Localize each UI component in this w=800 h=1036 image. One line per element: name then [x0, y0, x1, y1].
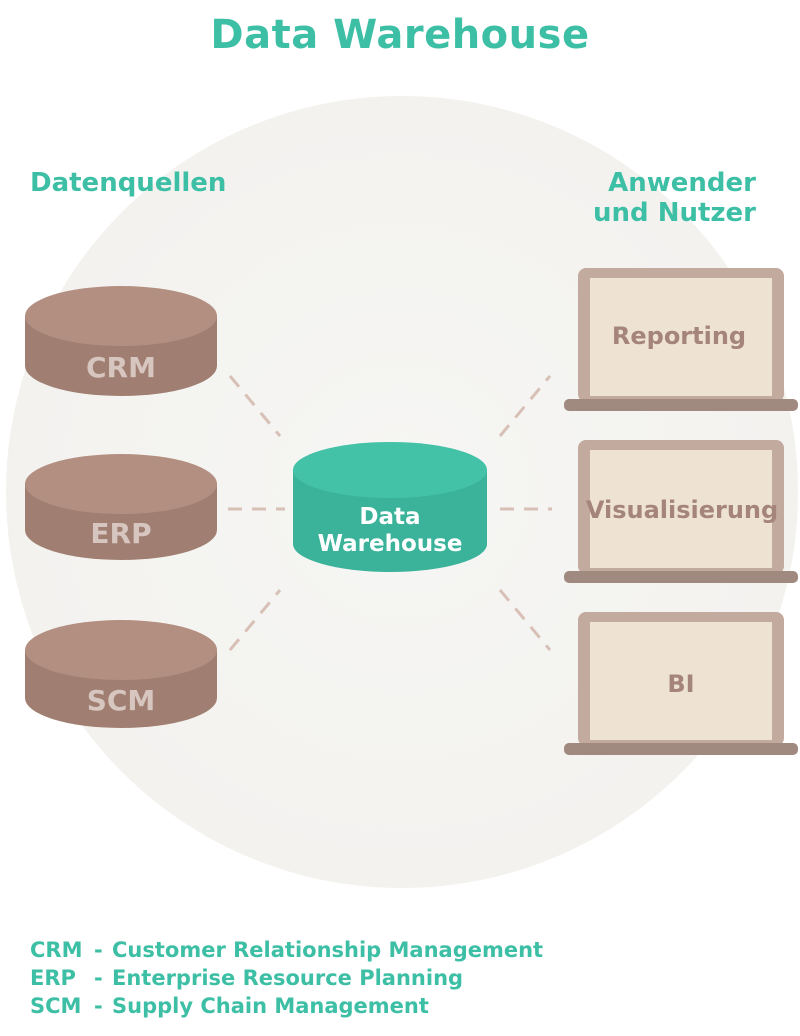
connector-bi [498, 589, 552, 651]
laptop-visualisierung: Visualisierung [564, 440, 798, 583]
page-title: Data Warehouse [210, 12, 590, 58]
connector-reporting [498, 375, 552, 437]
sources-heading: Datenquellen [30, 168, 227, 198]
source-cylinder-scm: SCM [25, 620, 217, 728]
legend-separator: - [94, 994, 103, 1018]
source-cylinder-crm: CRM [25, 286, 217, 396]
source-cylinder-erp: ERP [25, 454, 217, 560]
legend: CRM - Customer Relationship Management E… [30, 936, 543, 1020]
connector-scm [228, 589, 282, 651]
legend-text: Supply Chain Management [112, 994, 429, 1018]
source-label-crm: CRM [86, 351, 156, 384]
laptop-label-visualisierung: Visualisierung [586, 496, 778, 524]
legend-separator: - [94, 938, 103, 962]
warehouse-label-line2: Warehouse [318, 531, 463, 557]
legend-row: ERP - Enterprise Resource Planning [30, 964, 543, 992]
warehouse-cylinder: Data Warehouse [293, 442, 487, 572]
users-heading: Anwender und Nutzer [593, 168, 756, 228]
laptop-label-reporting: Reporting [612, 322, 746, 350]
legend-abbr: SCM [30, 994, 82, 1018]
connectors [228, 375, 552, 651]
connector-crm [228, 375, 282, 437]
legend-text: Customer Relationship Management [112, 938, 544, 962]
legend-row: SCM - Supply Chain Management [30, 992, 543, 1020]
laptop-bi: BI [564, 612, 798, 755]
users-heading-line1: Anwender [608, 168, 756, 198]
legend-separator: - [94, 966, 103, 990]
source-label-scm: SCM [87, 684, 156, 717]
legend-text: Enterprise Resource Planning [112, 966, 464, 990]
warehouse-label-line1: Data [359, 504, 420, 530]
laptop-label-bi: BI [667, 670, 694, 698]
source-label-erp: ERP [90, 517, 151, 550]
laptop-reporting: Reporting [564, 268, 798, 411]
legend-row: CRM - Customer Relationship Management [30, 936, 543, 964]
legend-abbr: ERP [30, 966, 76, 990]
legend-abbr: CRM [30, 938, 83, 962]
users-heading-line2: und Nutzer [593, 198, 756, 228]
